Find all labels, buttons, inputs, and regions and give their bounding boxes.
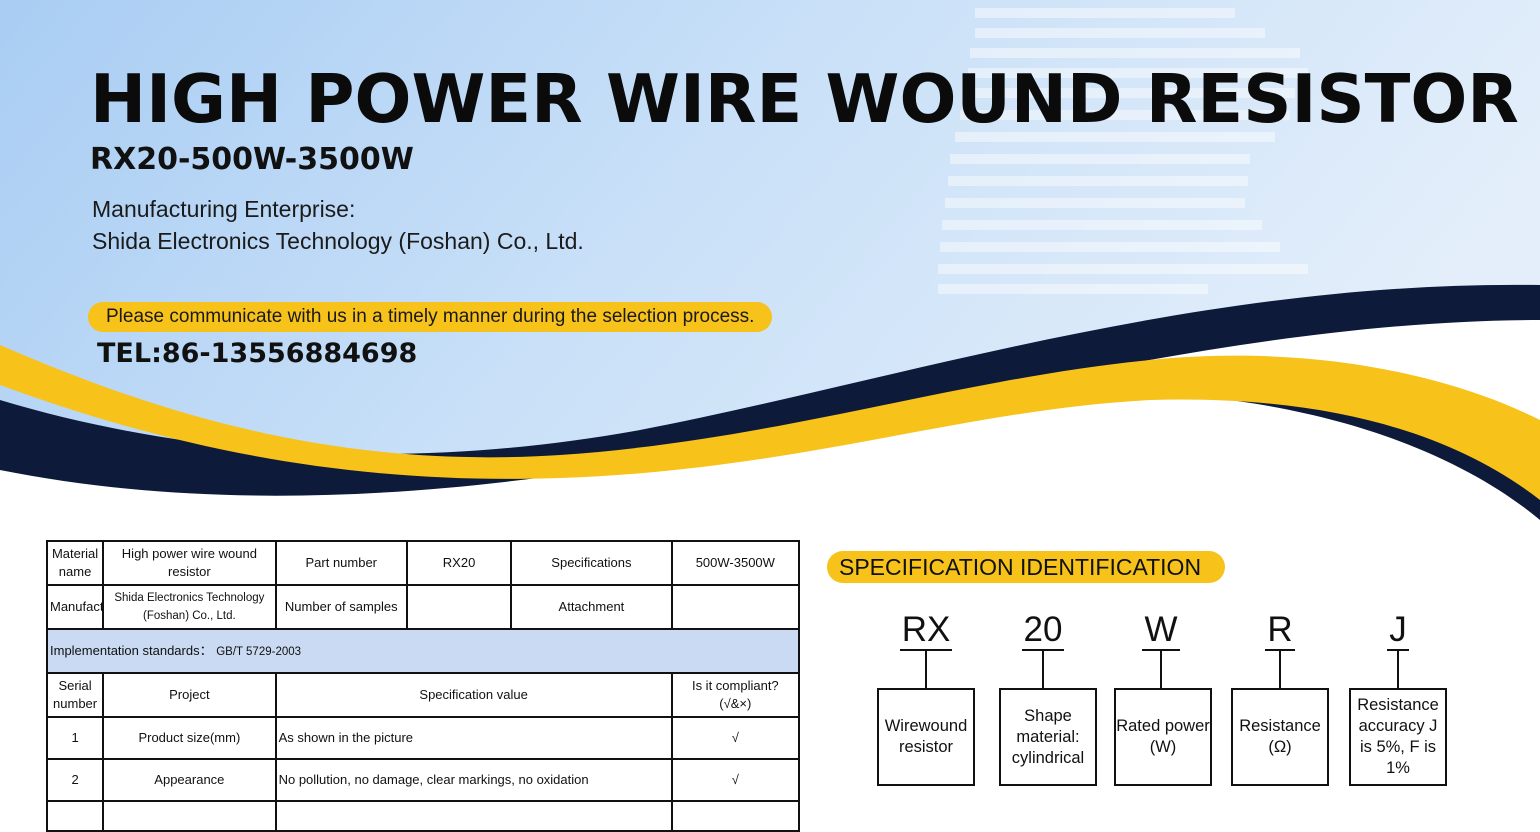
manufacturer-label: Manufacturer <box>45 584 105 630</box>
part-number-value: RX20 <box>405 540 513 586</box>
table-row <box>45 800 801 832</box>
table-row: 1 Product size(mm) As shown in the pictu… <box>45 716 801 760</box>
standards-label: Implementation standards： <box>50 642 213 658</box>
connector-line <box>1160 650 1162 688</box>
attachment-value <box>670 584 801 630</box>
manufacturer-block: Manufacturing Enterprise: Shida Electron… <box>92 193 584 257</box>
connector-line <box>925 650 927 688</box>
model-range: RX20-500W-3500W <box>90 142 414 177</box>
desc-r: Resistance (Ω) <box>1231 688 1329 786</box>
row-compliant: √ <box>670 716 801 760</box>
header-banner: HIGH POWER WIRE WOUND RESISTOR RX20-500W… <box>0 0 1540 540</box>
code-20: 20 <box>1021 610 1065 651</box>
desc-20: Shape material: cylindrical <box>999 688 1097 786</box>
material-name-label: Material name <box>45 540 105 586</box>
part-number-label: Part number <box>274 540 408 586</box>
col-compliant: Is it compliant? (√&×) <box>670 672 801 718</box>
selection-notice: Please communicate with us in a timely m… <box>88 302 773 332</box>
samples-value <box>405 584 513 630</box>
manufacturer-label: Manufacturing Enterprise: <box>92 196 356 222</box>
spec-id-title: SPECIFICATION IDENTIFICATION <box>827 551 1226 583</box>
specification-table: Material name High power wire wound resi… <box>45 540 801 832</box>
manufacturer-name: Shida Electronics Technology (Foshan) Co… <box>92 228 584 254</box>
standards-value: GB/T 5729-2003 <box>216 645 302 658</box>
standards-cell: Implementation standards： GB/T 5729-2003 <box>46 628 800 674</box>
connector-line <box>1397 650 1399 688</box>
connector-line <box>1042 650 1044 688</box>
material-name-value: High power wire wound resistor <box>102 540 277 586</box>
code-r: R <box>1265 610 1295 651</box>
row-value: No pollution, no damage, clear markings,… <box>274 758 673 802</box>
code-j: J <box>1387 610 1409 651</box>
row-value: As shown in the picture <box>274 716 673 760</box>
code-w: W <box>1142 610 1180 651</box>
row-project: Product size(mm) <box>102 716 277 760</box>
standards-row: Implementation standards： GB/T 5729-2003 <box>46 628 800 674</box>
col-compliant-label: Is it compliant? <box>691 678 779 693</box>
desc-w: Rated power (W) <box>1114 688 1212 786</box>
col-project: Project <box>102 672 277 718</box>
banner-background <box>0 0 1540 540</box>
page-title: HIGH POWER WIRE WOUND RESISTOR <box>90 60 1519 138</box>
col-serial: Serial number <box>45 672 105 718</box>
table-row: Material name High power wire wound resi… <box>45 540 801 586</box>
row-compliant: √ <box>670 758 801 802</box>
telephone: TEL:86-13556884698 <box>97 338 418 369</box>
col-specification-value: Specification value <box>274 672 673 718</box>
resistor-watermark <box>938 8 1308 294</box>
attachment-label: Attachment <box>510 584 673 630</box>
table-row: Manufacturer Shida Electronics Technolog… <box>45 584 801 630</box>
desc-j: Resistance accuracy J is 5%, F is 1% <box>1349 688 1447 786</box>
row-serial: 1 <box>45 716 105 760</box>
specifications-label: Specifications <box>510 540 673 586</box>
manufacturer-value: Shida Electronics Technology (Foshan) Co… <box>102 584 277 630</box>
row-project: Appearance <box>102 758 277 802</box>
code-rx: RX <box>899 610 953 651</box>
specifications-value: 500W-3500W <box>670 540 801 586</box>
table-row: 2 Appearance No pollution, no damage, cl… <box>45 758 801 802</box>
table-header-row: Serial number Project Specification valu… <box>45 672 801 718</box>
desc-rx: Wirewound resistor <box>877 688 975 786</box>
connector-line <box>1279 650 1281 688</box>
row-serial: 2 <box>45 758 105 802</box>
samples-label: Number of samples <box>274 584 408 630</box>
col-compliant-legend: (√&×) <box>719 696 752 711</box>
